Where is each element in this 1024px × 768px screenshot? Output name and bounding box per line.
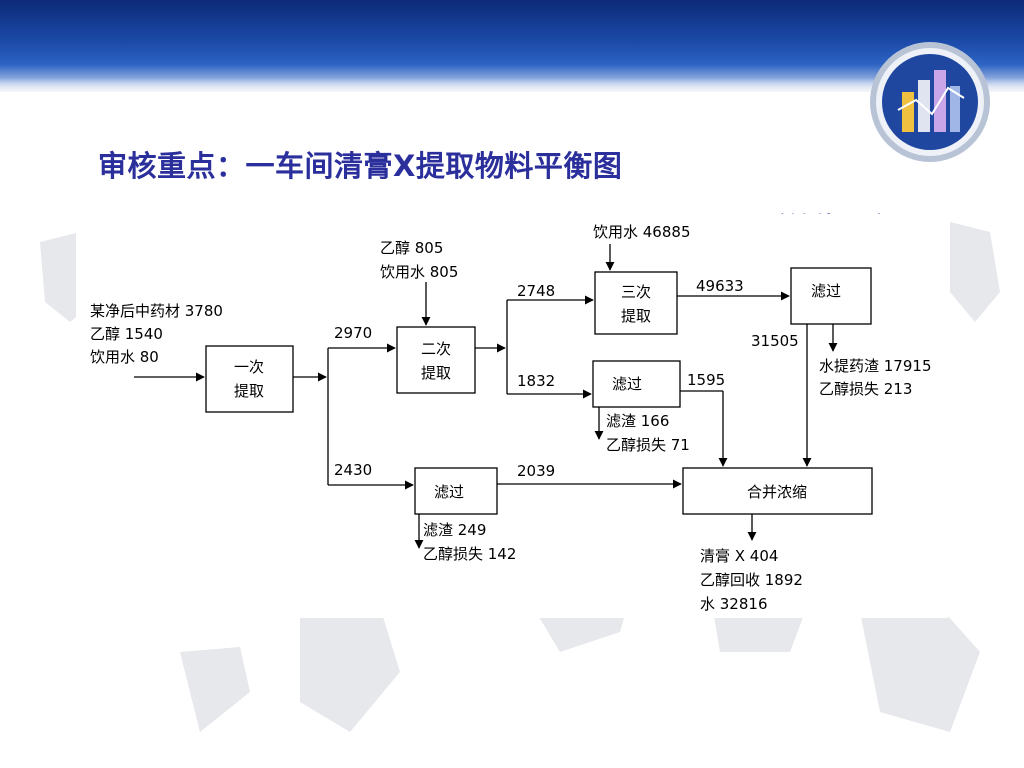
out-filter-low-0: 滤渣 249 [423, 521, 486, 539]
out-combine-1: 乙醇回收 1892 [700, 571, 803, 589]
flow-label-1832: 1832 [517, 372, 555, 390]
out-filter-mid-1: 乙醇损失 71 [606, 436, 690, 454]
out-combine-0: 清膏 X 404 [700, 547, 778, 565]
flow-label-31505: 31505 [751, 332, 799, 350]
flow-label-1595: 1595 [687, 371, 725, 389]
box-first-line1: 一次 [234, 358, 264, 376]
out-filter-top-1: 乙醇损失 213 [819, 380, 912, 398]
input-second-0: 乙醇 805 [380, 239, 443, 257]
bar-chart-badge [870, 42, 990, 162]
flow-label-49633: 49633 [696, 277, 744, 295]
input-third-0: 饮用水 46885 [593, 223, 691, 241]
box-first-line2: 提取 [234, 382, 264, 400]
out-combine-2: 水 32816 [700, 595, 768, 613]
flowchart-panel: 一次 提取 二次 提取 三次 提取 滤过 滤过 滤过 合并浓缩 某净后中药材 3… [76, 214, 948, 618]
flow-label-2039: 2039 [517, 462, 555, 480]
box-second-extraction [396, 326, 476, 394]
box-third-line1: 三次 [621, 283, 651, 301]
box-second-line1: 二次 [421, 340, 451, 358]
out-filter-top-0: 水提药渣 17915 [819, 357, 932, 375]
input-main-2: 饮用水 80 [90, 348, 159, 366]
out-filter-low-1: 乙醇损失 142 [423, 545, 516, 563]
input-second-1: 饮用水 805 [380, 263, 458, 281]
box-combine-concentrate [682, 467, 873, 515]
flow-label-2970: 2970 [334, 324, 372, 342]
box-filter-mid [592, 360, 681, 408]
out-filter-mid-0: 滤渣 166 [606, 412, 669, 430]
box-filter-low-label: 滤过 [434, 483, 464, 501]
slide-title: 审核重点：一车间清膏X提取物料平衡图 [98, 149, 623, 183]
box-filter-top [790, 267, 872, 325]
box-first-extraction [205, 345, 294, 413]
box-third-extraction [594, 271, 678, 335]
box-combine-label: 合并浓缩 [747, 483, 807, 501]
flow-label-2430: 2430 [334, 461, 372, 479]
bar-chart-icon [897, 70, 965, 132]
header-band [0, 0, 1024, 92]
input-main-0: 某净后中药材 3780 [90, 302, 223, 320]
input-main-1: 乙醇 1540 [90, 325, 163, 343]
box-filter-mid-label: 滤过 [612, 375, 642, 393]
material-balance-flowchart: 一次 提取 二次 提取 三次 提取 滤过 滤过 滤过 合并浓缩 某净后中药材 3… [90, 223, 932, 613]
box-second-line2: 提取 [421, 364, 451, 382]
box-filter-top-label: 滤过 [811, 282, 841, 300]
flow-label-2748: 2748 [517, 282, 555, 300]
box-filter-low [414, 467, 498, 515]
box-third-line2: 提取 [621, 307, 651, 325]
